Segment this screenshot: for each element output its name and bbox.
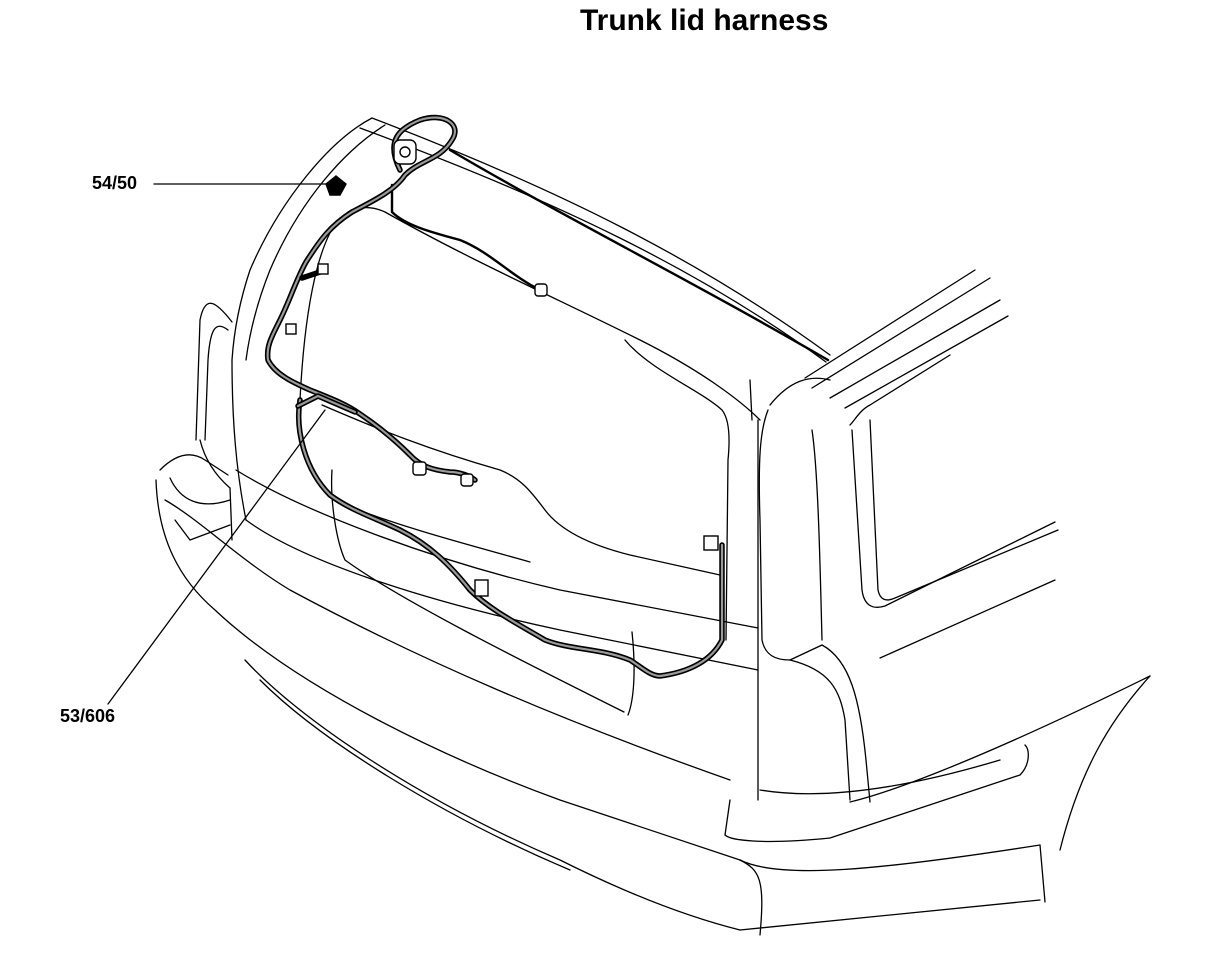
connector-left-upper [317,263,329,275]
connector-left-lower [285,323,297,335]
main-harness [264,114,725,679]
page-title: Trunk lid harness [580,4,829,37]
leader-lines [107,183,327,705]
harness-connectors [285,139,719,597]
callout-label-54-50: 54/50 [92,173,138,193]
upper-branch-wire [390,148,830,362]
car-body-outline [155,117,1151,936]
connector-right-upper [534,283,548,297]
component-54-50 [325,175,347,196]
connector-mid-right [460,473,474,487]
callout-label-53-606: 53/606 [60,706,116,726]
connector-plate-light [474,579,489,597]
connector-right-lower [703,535,719,551]
connector-mid-left [412,461,427,476]
leader-line-53-606 [107,409,326,705]
connector-top-pin [399,146,411,158]
